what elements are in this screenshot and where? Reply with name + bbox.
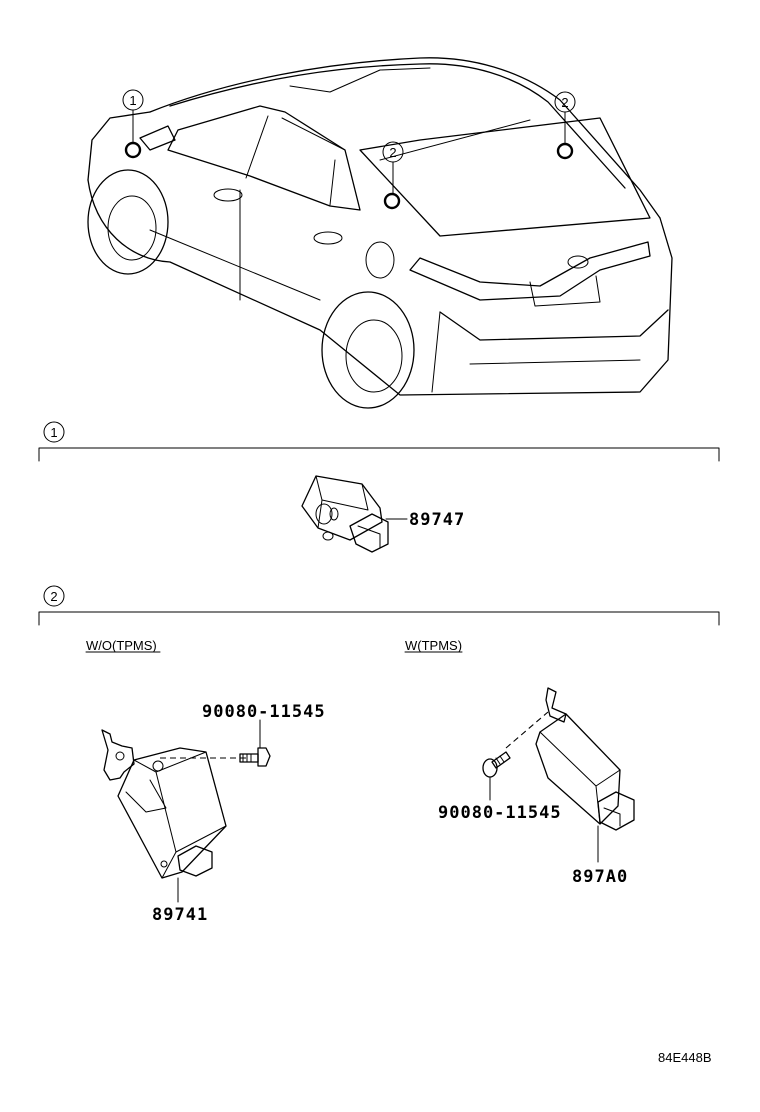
part-number-897a0[interactable]: 897A0 (572, 867, 628, 887)
section-1: 1 89747 (38, 421, 720, 553)
variant-label-without-tpms: W/O(TPMS) (86, 638, 157, 653)
vehicle-callout-2a-number: 2 (389, 145, 396, 160)
location-callouts: 1 2 2 (122, 89, 576, 210)
part-89741-drawing (101, 729, 227, 879)
part-number-90080-11545-a[interactable]: 90080-11545 (202, 702, 326, 722)
section-1-number: 1 (50, 425, 57, 440)
location-marker-2b (556, 142, 574, 160)
vehicle-callout-2b-number: 2 (561, 95, 568, 110)
vehicle-callout-1: 1 (122, 89, 144, 159)
part-89747-drawing (301, 475, 389, 553)
location-marker-2a (383, 192, 401, 210)
part-number-89741[interactable]: 89741 (152, 905, 208, 925)
front-wheel (87, 169, 169, 275)
screw-90080-11545-b-drawing (482, 711, 549, 778)
vehicle-illustration (87, 57, 673, 409)
variant-with-tpms: W(TPMS) 90080-11545 (404, 638, 635, 887)
diagram-reference-code: 84E448B (658, 1050, 712, 1065)
section-2: 2 W/O(TPMS) (38, 585, 720, 925)
rear-wheel (321, 291, 415, 409)
screw-90080-11545-a-drawing (160, 747, 271, 767)
variant-without-tpms: W/O(TPMS) (85, 638, 326, 925)
vehicle-callout-2b: 2 (554, 91, 576, 160)
section-1-bracket (38, 447, 720, 462)
vehicle-callout-2a: 2 (382, 141, 404, 210)
part-number-89747[interactable]: 89747 (409, 510, 465, 530)
part-897a0-drawing (535, 687, 635, 831)
location-marker-1 (124, 141, 142, 159)
part-number-90080-11545-b[interactable]: 90080-11545 (438, 803, 562, 823)
vehicle-callout-1-number: 1 (129, 93, 136, 108)
section-2-number: 2 (50, 589, 57, 604)
section-2-bracket (38, 611, 720, 626)
variant-label-with-tpms: W(TPMS) (405, 638, 462, 653)
